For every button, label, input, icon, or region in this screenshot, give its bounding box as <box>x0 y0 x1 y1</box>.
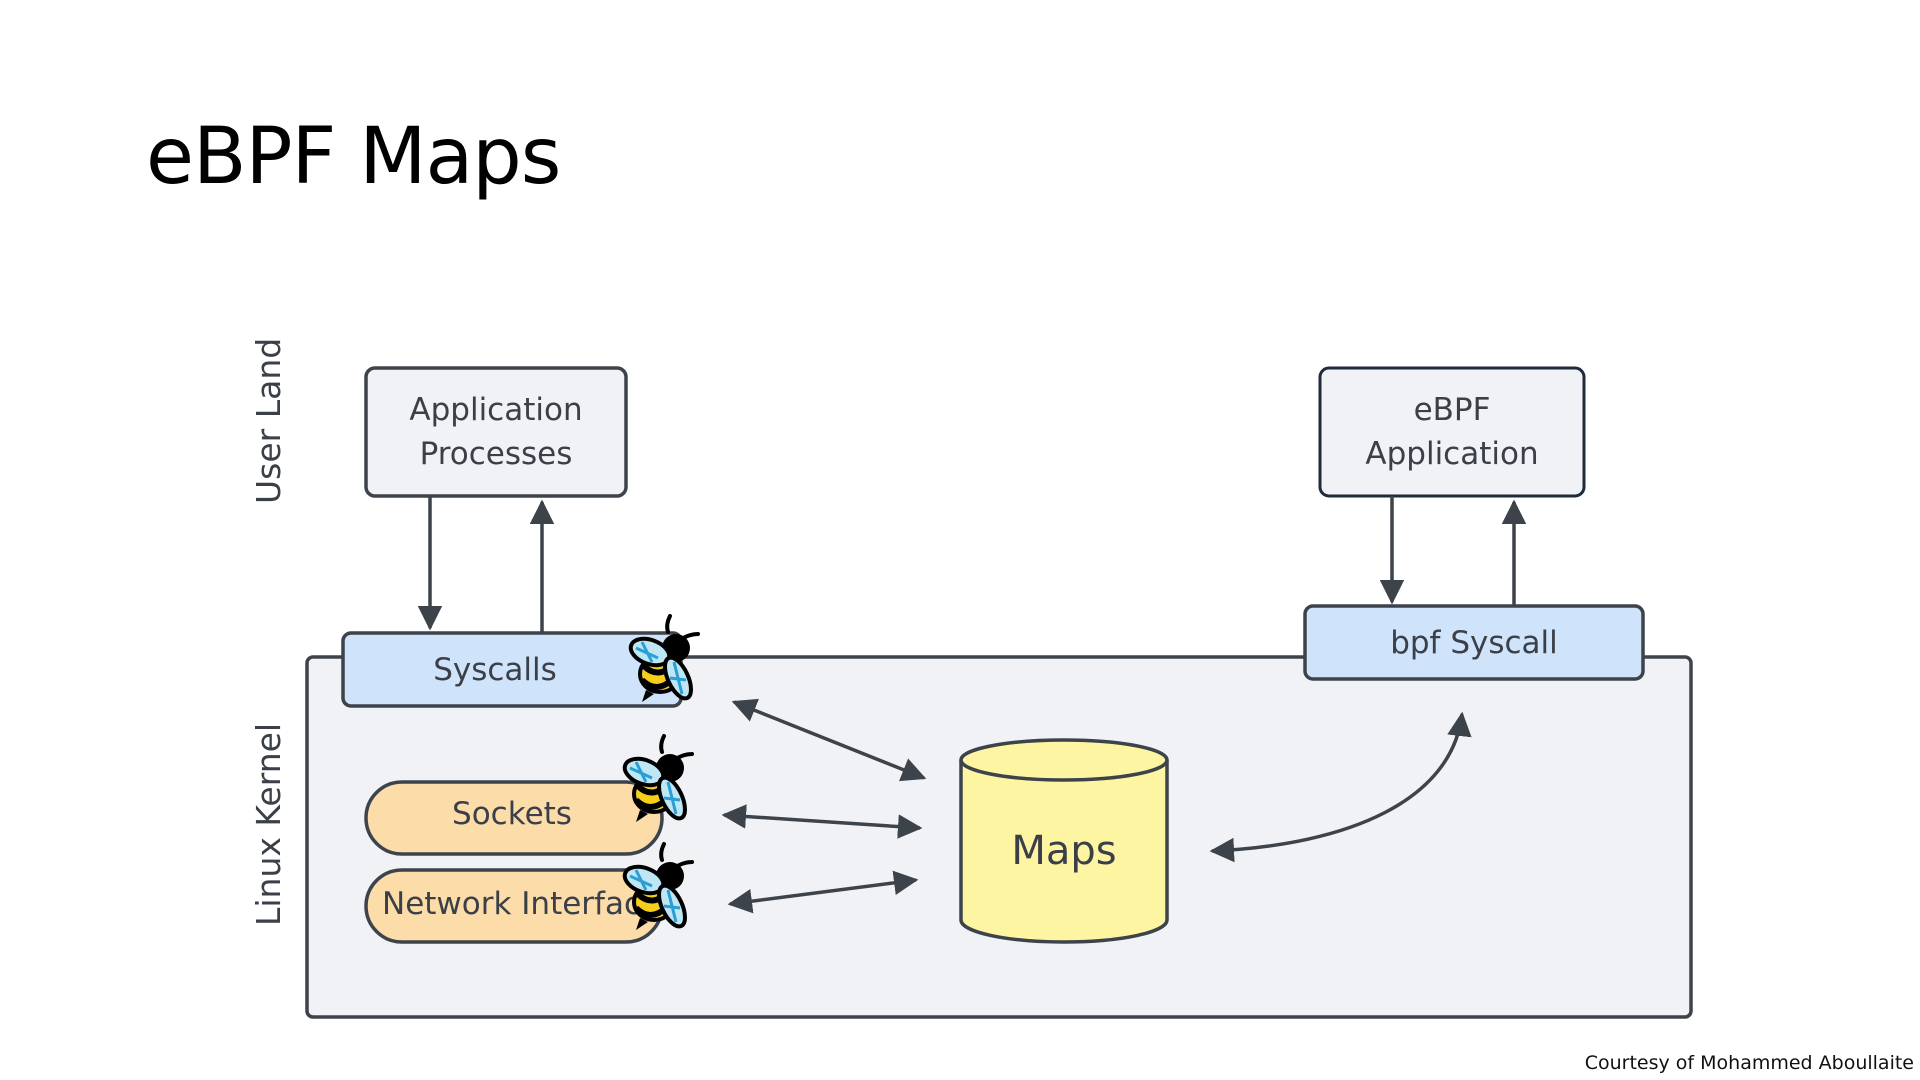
sockets-node: Sockets <box>364 780 664 856</box>
bpf-syscall-label: bpf Syscall <box>1390 625 1558 661</box>
arrow-syscalls-maps <box>731 698 927 782</box>
network-interface-node: Network Interfac <box>364 868 664 944</box>
maps-store: Maps <box>959 738 1169 944</box>
bpf-syscall-node: bpf Syscall <box>1303 604 1645 681</box>
syscalls-node: Syscalls <box>341 631 683 708</box>
maps-label: Maps <box>1011 828 1116 874</box>
app-processes-line2: Processes <box>420 436 573 472</box>
application-processes-node: Application Processes <box>364 366 628 498</box>
slide-title: eBPF Maps <box>146 112 561 202</box>
zone-label-user-land: User Land <box>249 338 288 504</box>
credit-text: Courtesy of Mohammed Aboullaite <box>1584 1052 1914 1074</box>
arrow-network-interface-maps <box>727 870 919 914</box>
syscalls-label: Syscalls <box>433 652 557 688</box>
arrow-maps-bpf-syscall <box>1209 711 1472 863</box>
sockets-label: Sockets <box>452 796 572 832</box>
zone-label-linux-kernel: Linux Kernel <box>249 723 288 926</box>
app-processes-line1: Application <box>409 392 582 428</box>
ebpf-app-line1: eBPF <box>1414 392 1491 428</box>
ebpf-application-node: eBPF Application <box>1318 366 1586 498</box>
arrow-sockets-maps <box>721 804 923 839</box>
ebpf-app-line2: Application <box>1365 436 1538 472</box>
network-interface-label: Network Interfac <box>382 886 641 922</box>
